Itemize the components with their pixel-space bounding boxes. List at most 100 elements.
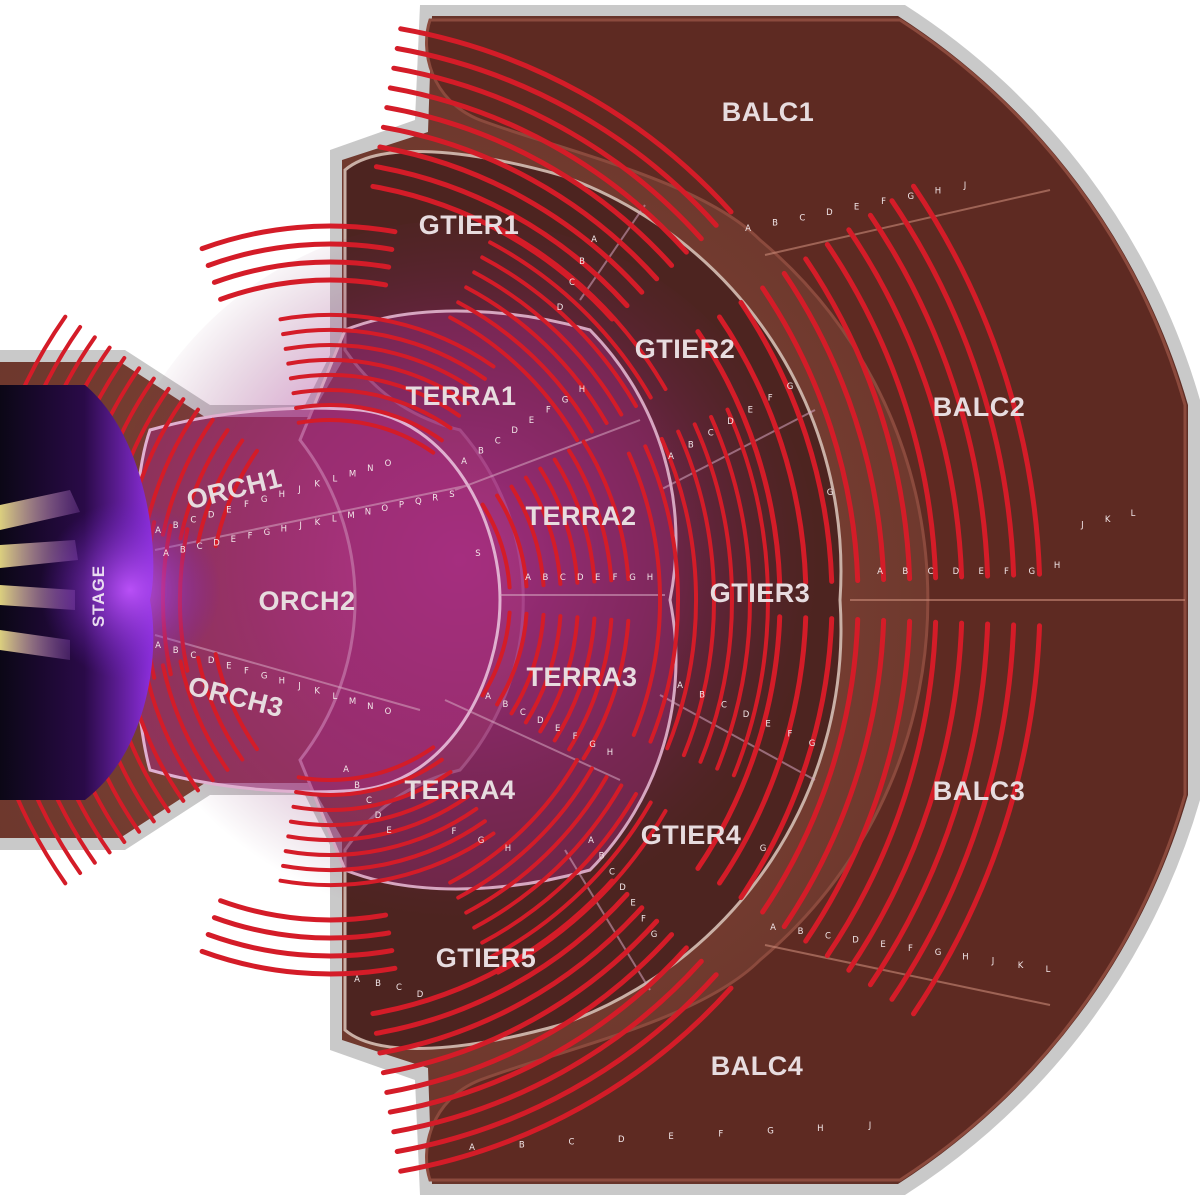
seat-row-balc3	[824, 619, 939, 959]
row-letter-terra2-inner: S	[475, 549, 480, 559]
row-letter-balc4: E	[668, 1132, 673, 1142]
row-letter-terra4: B	[354, 781, 360, 791]
row-letter-orch1: N	[367, 464, 373, 474]
section-label-balc4[interactable]: BALC4	[711, 1051, 804, 1081]
seat-row-balc1	[377, 144, 645, 295]
row-letter-orch1: H	[279, 490, 285, 500]
seat-row-balc2	[911, 183, 1042, 577]
row-letter-gtier5: B	[375, 979, 381, 989]
section-label-gtier1[interactable]: GTIER1	[419, 210, 520, 240]
section-label-terra1[interactable]: TERRA1	[405, 381, 516, 411]
seat-row-orch3	[213, 652, 259, 752]
row-letter-balc1: A	[745, 224, 751, 234]
row-letter-balc3: F	[908, 944, 913, 954]
seat-row-terra4	[291, 770, 453, 812]
row-letter-orch1: O	[385, 459, 392, 469]
seat-row-terra4	[294, 757, 444, 797]
section-label-gtier2[interactable]: GTIER2	[635, 334, 736, 364]
row-letter-gtier2: D	[727, 417, 734, 427]
seat-row-balc1	[387, 85, 689, 255]
seat-row-gtier3	[709, 415, 752, 771]
row-letter-terra4: A	[343, 765, 349, 775]
seat-row-balc2	[803, 256, 913, 582]
row-letter-gtier3: E	[765, 720, 770, 730]
row-letter-gtier3: G	[809, 739, 816, 749]
seat-row-gtier2	[488, 240, 653, 400]
seat-row-terra3	[581, 618, 631, 761]
section-label-gtier4[interactable]: GTIER4	[641, 820, 742, 850]
seat-row-orch3	[196, 655, 245, 762]
seat-row-balc1	[398, 26, 734, 215]
row-letter-gtier1: D	[557, 303, 564, 313]
seat-row-gtier2	[464, 285, 609, 425]
seat-row-gtier5	[211, 915, 392, 941]
seat-row-balc4	[398, 985, 734, 1174]
section-label-balc1[interactable]: BALC1	[722, 97, 815, 127]
row-letter-orch3: E	[226, 661, 231, 671]
row-letter-gtier4: A	[588, 836, 594, 846]
row-letter-terra2: H	[647, 573, 653, 583]
row-letter-orch2: L	[332, 514, 337, 524]
seat-row-balc4	[380, 918, 660, 1076]
row-letter-orch3: J	[297, 682, 301, 692]
seat-row-gtier4	[456, 766, 594, 900]
seat-row-terra3	[509, 612, 546, 716]
seat-row-terra1	[278, 313, 496, 369]
seat-row-balc4	[394, 972, 719, 1154]
row-letter-balc2: K	[1105, 515, 1111, 525]
row-letter-orch2: J	[298, 521, 302, 531]
row-letter-orch2: D	[213, 539, 220, 549]
row-letter-balc2: E	[979, 567, 984, 577]
row-letter-balc2: H	[1054, 561, 1060, 571]
seat-row-orch1	[196, 438, 245, 545]
row-letter-gtier3: A	[677, 681, 683, 691]
seat-row-gtier3	[659, 436, 698, 751]
row-letter-gtier2: G	[787, 382, 794, 392]
row-letter-orch1: L	[333, 475, 338, 485]
row-letter-gtier3: F	[788, 729, 793, 739]
row-letter-balc1: D	[826, 208, 833, 218]
section-label-orch2[interactable]: ORCH2	[258, 586, 355, 616]
row-letter-balc4: A	[469, 1143, 475, 1153]
section-label-terra2[interactable]: TERRA2	[525, 501, 636, 531]
seat-row-terra4	[288, 782, 462, 827]
row-letter-terra3: D	[537, 716, 544, 726]
seat-row-terra1	[286, 357, 470, 406]
row-letter-terra1: C	[495, 436, 501, 446]
seat-row-gtier4	[480, 792, 638, 945]
seat-row-gtier2	[456, 300, 594, 434]
section-label-gtier5[interactable]: GTIER5	[436, 943, 537, 973]
section-label-terra3[interactable]: TERRA3	[526, 662, 637, 692]
row-letter-balc2: L	[1131, 509, 1136, 519]
row-letter-balc3: J	[991, 957, 995, 967]
seat-row-gtier3	[725, 407, 770, 778]
seat-row-gtier4	[488, 800, 653, 960]
section-label-balc3[interactable]: BALC3	[933, 776, 1026, 806]
row-letter-balc2: A	[877, 567, 883, 577]
row-letter-gtier2: C	[708, 429, 714, 439]
section-label-gtier3[interactable]: GTIER3	[710, 578, 811, 608]
row-letter-terra4: F	[452, 827, 457, 837]
row-letter-terra1: D	[511, 426, 518, 436]
row-letter-terra1: H	[579, 385, 585, 395]
row-letter-orch1: A	[155, 526, 161, 536]
stage[interactable]: STAGE	[0, 385, 220, 800]
row-letter-terra2: C	[560, 573, 566, 583]
stage-label: STAGE	[89, 565, 108, 627]
seat-row-gtier4	[448, 758, 580, 885]
section-label-terra4[interactable]: TERRA4	[404, 775, 515, 805]
row-letter-orch2: G	[264, 528, 271, 538]
row-letter-balc3: E	[880, 940, 885, 950]
row-letter-orch3: H	[279, 677, 285, 687]
seat-row-terra3	[552, 616, 597, 743]
seat-row-gtier5	[205, 932, 395, 959]
row-letter-orch2: K	[315, 518, 321, 528]
row-letter-orch1: C	[190, 516, 196, 526]
seat-row-balc4	[373, 891, 630, 1036]
row-letter-balc3: B	[798, 927, 804, 937]
seat-row-balc4	[370, 878, 615, 1017]
row-letter-terra4: H	[505, 844, 511, 854]
row-letter-balc3: D	[852, 936, 859, 946]
section-label-balc2[interactable]: BALC2	[933, 392, 1026, 422]
